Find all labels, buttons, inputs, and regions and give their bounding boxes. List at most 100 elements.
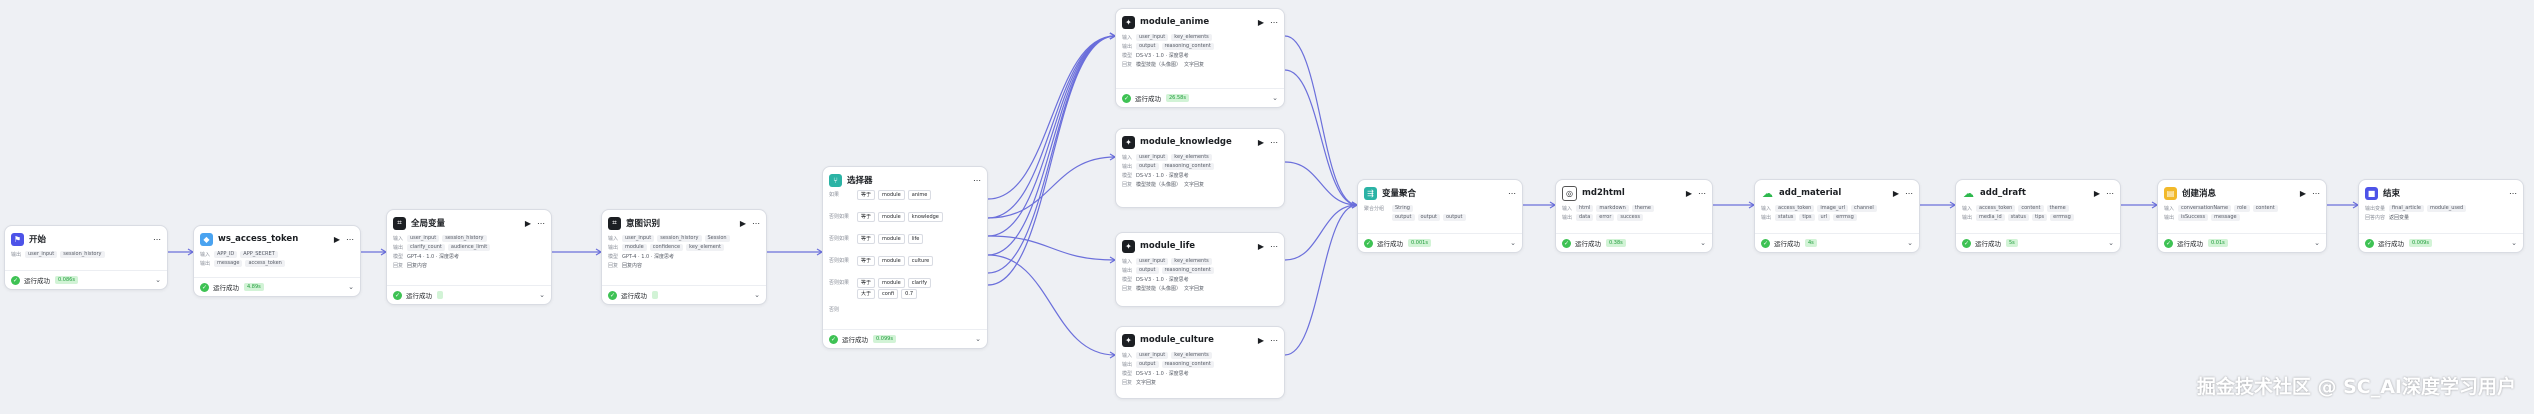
more-icon[interactable]: ⋯ xyxy=(1698,188,1706,198)
branch-icon: ⑂ xyxy=(829,173,842,187)
run-icon[interactable]: ▶ xyxy=(1685,188,1692,198)
run-status[interactable]: ✓运行成功⌄ xyxy=(602,285,766,304)
check-icon: ✓ xyxy=(200,282,209,292)
message-icon: ▤ xyxy=(2164,186,2177,200)
run-icon[interactable]: ▶ xyxy=(2299,188,2306,198)
run-icon[interactable]: ▶ xyxy=(524,218,531,228)
edge xyxy=(1284,35,1358,206)
more-icon[interactable]: ⋯ xyxy=(1270,335,1278,345)
chevron-down-icon[interactable]: ⌄ xyxy=(754,291,760,299)
chevron-down-icon[interactable]: ⌄ xyxy=(1700,239,1706,247)
edge xyxy=(987,156,1116,219)
check-icon: ✓ xyxy=(393,290,402,300)
more-icon[interactable]: ⋯ xyxy=(1270,137,1278,147)
more-icon[interactable]: ⋯ xyxy=(153,234,161,244)
edge xyxy=(1284,69,1358,206)
plugin-icon: ◎ xyxy=(1562,185,1577,201)
chevron-down-icon[interactable]: ⌄ xyxy=(2108,239,2114,247)
more-icon[interactable]: ⋯ xyxy=(1508,188,1516,198)
chevron-down-icon[interactable]: ⌄ xyxy=(1510,239,1516,247)
edge xyxy=(987,35,1116,219)
llm-icon: ✦ xyxy=(1122,239,1135,253)
end-icon: ■ xyxy=(2365,186,2378,200)
chevron-down-icon[interactable]: ⌄ xyxy=(1272,94,1278,102)
more-icon[interactable]: ⋯ xyxy=(1270,17,1278,27)
run-icon[interactable]: ▶ xyxy=(1257,335,1264,345)
chevron-down-icon[interactable]: ⌄ xyxy=(348,283,354,291)
run-icon[interactable]: ▶ xyxy=(1257,241,1264,251)
node-title: 开始 xyxy=(29,235,47,245)
run-icon[interactable]: ▶ xyxy=(1257,137,1264,147)
run-icon[interactable]: ▶ xyxy=(1257,17,1264,27)
check-icon: ✓ xyxy=(1962,238,1971,248)
run-status[interactable]: ✓运行成功⌄ xyxy=(387,285,551,304)
more-icon[interactable]: ⋯ xyxy=(1270,241,1278,251)
chevron-down-icon[interactable]: ⌄ xyxy=(155,276,161,284)
more-icon[interactable]: ⋯ xyxy=(2106,188,2114,198)
more-icon[interactable]: ⋯ xyxy=(752,218,760,228)
more-icon[interactable]: ⋯ xyxy=(973,175,981,185)
check-icon: ✓ xyxy=(608,290,617,300)
more-icon[interactable]: ⋯ xyxy=(2509,188,2517,198)
edge xyxy=(1284,161,1358,206)
merge-icon: ⇶ xyxy=(1364,186,1377,200)
edge xyxy=(987,35,1116,237)
more-icon[interactable]: ⋯ xyxy=(346,234,354,244)
chevron-down-icon[interactable]: ⌄ xyxy=(539,291,545,299)
selector-else[interactable]: 否则 xyxy=(829,307,840,313)
more-icon[interactable]: ⋯ xyxy=(2312,188,2320,198)
chevron-down-icon[interactable]: ⌄ xyxy=(2511,239,2517,247)
run-icon[interactable]: ▶ xyxy=(2093,188,2100,198)
cloud-icon: ☁ xyxy=(1962,186,1975,200)
more-icon[interactable]: ⋯ xyxy=(1905,188,1913,198)
run-icon[interactable]: ▶ xyxy=(333,234,340,244)
chevron-down-icon[interactable]: ⌄ xyxy=(975,335,981,343)
check-icon: ✓ xyxy=(2164,238,2173,248)
chevron-down-icon[interactable]: ⌄ xyxy=(1907,239,1913,247)
watermark: 掘金技术社区 @ SC_AI深度学习用户 xyxy=(2196,376,2516,398)
edge xyxy=(987,35,1116,200)
check-icon: ✓ xyxy=(829,334,838,344)
check-icon: ✓ xyxy=(1562,238,1571,248)
llm-icon: ✦ xyxy=(1122,135,1135,149)
edge xyxy=(1284,204,1358,261)
run-icon[interactable]: ▶ xyxy=(739,218,746,228)
chevron-down-icon[interactable]: ⌄ xyxy=(2314,239,2320,247)
llm-icon: ✦ xyxy=(1122,15,1135,29)
plugin-icon: ◆ xyxy=(200,232,213,246)
run-icon[interactable]: ▶ xyxy=(1892,188,1899,198)
edge xyxy=(987,35,1116,256)
more-icon[interactable]: ⋯ xyxy=(537,218,545,228)
